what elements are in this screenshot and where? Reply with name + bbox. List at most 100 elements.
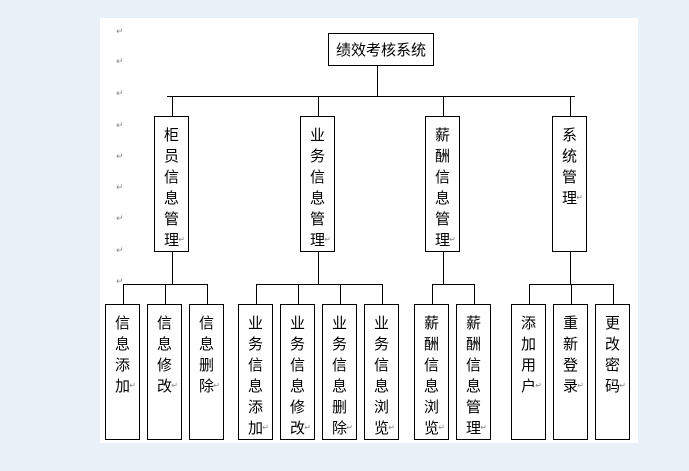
label-char: 息 <box>247 377 263 395</box>
leaf-drop-line <box>123 284 124 304</box>
label-char: 业 <box>331 314 347 332</box>
module-node-label: 柜员信息管理 <box>155 125 188 251</box>
label-char: 录 <box>562 377 578 395</box>
module-node: 薪酬信息管理↵ <box>425 116 460 252</box>
leaf-drop-line <box>207 284 208 304</box>
module-drop-line <box>443 96 444 116</box>
label-char: 息 <box>434 189 450 207</box>
label-char: 用 <box>520 356 536 374</box>
document-page: ↵↵↵↵↵↵↵↵↵ 绩效考核系统 柜员信息管理↵信息添加↵信息修改↵信息删除↵业… <box>100 18 638 443</box>
paragraph-mark: ↵ <box>116 183 124 193</box>
label-char: 管 <box>434 210 450 228</box>
leaf-node: 更改密码↵ <box>595 304 630 440</box>
module-stem-line <box>318 252 319 284</box>
label-char: 业 <box>247 314 263 332</box>
label-char: 删 <box>331 398 347 416</box>
module-stem-line <box>443 252 444 284</box>
paragraph-mark: ↵ <box>116 277 124 287</box>
label-char: 息 <box>373 377 389 395</box>
leaf-node-label: 信息修改 <box>148 313 181 397</box>
module-node: 系统管理↵ <box>552 116 587 252</box>
paragraph-mark: ↵ <box>619 381 626 390</box>
label-char: 浏 <box>373 398 389 416</box>
module-drop-line <box>318 96 319 116</box>
leaf-drop-line <box>165 284 166 304</box>
label-char: 息 <box>289 377 305 395</box>
label-char: 理 <box>465 419 481 437</box>
paragraph-mark: ↵ <box>116 121 124 131</box>
label-char: 酬 <box>465 335 481 353</box>
paragraph-mark: ↵ <box>535 381 542 390</box>
label-char: 管 <box>465 398 481 416</box>
paragraph-mark: ↵ <box>262 423 269 432</box>
paragraph-mark: ↵ <box>213 381 220 390</box>
leaf-drop-line <box>571 284 572 304</box>
label-char: 酬 <box>423 335 439 353</box>
label-char: 浏 <box>423 398 439 416</box>
label-char: 加 <box>247 419 263 437</box>
label-char: 改 <box>289 419 305 437</box>
leaf-node-label: 薪酬信息管理 <box>457 313 490 439</box>
label-char: 务 <box>331 335 347 353</box>
module-node: 业务信息管理↵ <box>300 116 335 252</box>
paragraph-mark: ↵ <box>116 27 124 37</box>
paragraph-mark: ↵ <box>438 423 445 432</box>
module-drop-line <box>172 96 173 116</box>
leaf-node: 重新登录↵ <box>553 304 588 440</box>
label-char: 信 <box>163 168 179 186</box>
leaf-node-label: 信息删除 <box>190 313 223 397</box>
label-char: 酬 <box>434 147 450 165</box>
label-char: 务 <box>373 335 389 353</box>
leaf-node-label: 业务信息修改 <box>281 313 314 439</box>
leaf-drop-line <box>382 284 383 304</box>
leaf-node: 信息删除↵ <box>189 304 224 440</box>
paragraph-mark: ↵ <box>116 57 124 67</box>
leaf-node: 信息修改↵ <box>147 304 182 440</box>
label-char: 息 <box>198 335 214 353</box>
leaf-node-label: 薪酬信息浏览 <box>415 313 448 439</box>
module-bus-line <box>167 96 575 97</box>
leaf-drop-line <box>529 284 530 304</box>
label-char: 加 <box>114 377 130 395</box>
leaf-node: 信息添加↵ <box>105 304 140 440</box>
label-char: 业 <box>289 314 305 332</box>
leaf-node: 业务信息添加↵ <box>238 304 273 440</box>
leaf-node-label: 业务信息删除 <box>323 313 356 439</box>
label-char: 管 <box>561 168 577 186</box>
label-char: 息 <box>156 335 172 353</box>
paragraph-mark: ↵ <box>116 246 124 256</box>
label-char: 息 <box>465 377 481 395</box>
label-char: 管 <box>163 210 179 228</box>
leaf-drop-line <box>432 284 433 304</box>
label-char: 除 <box>198 377 214 395</box>
label-char: 添 <box>520 314 536 332</box>
paragraph-mark: ↵ <box>116 214 124 224</box>
paragraph-mark: ↵ <box>480 423 487 432</box>
leaf-node-label: 业务信息浏览 <box>365 313 398 439</box>
leaf-node-label: 添加用户 <box>512 313 545 397</box>
module-node-label: 系统管理 <box>553 125 586 209</box>
paragraph-mark: ↵ <box>324 235 331 244</box>
label-char: 添 <box>114 356 130 374</box>
label-char: 系 <box>561 126 577 144</box>
label-char: 信 <box>373 356 389 374</box>
label-char: 览 <box>423 419 439 437</box>
leaf-node-label: 业务信息添加 <box>239 313 272 439</box>
label-char: 改 <box>156 377 172 395</box>
label-char: 信 <box>114 314 130 332</box>
label-char: 息 <box>423 377 439 395</box>
leaf-node: 薪酬信息管理↵ <box>456 304 491 440</box>
leaf-drop-line <box>613 284 614 304</box>
module-stem-line <box>570 252 571 284</box>
leaf-node: 薪酬信息浏览↵ <box>414 304 449 440</box>
label-char: 加 <box>520 335 536 353</box>
label-char: 务 <box>247 335 263 353</box>
paragraph-mark: ↵ <box>129 381 136 390</box>
label-char: 览 <box>373 419 389 437</box>
label-char: 柜 <box>163 126 179 144</box>
root-node: 绩效考核系统 <box>328 33 434 66</box>
label-char: 删 <box>198 356 214 374</box>
leaf-drop-line <box>256 284 257 304</box>
label-char: 业 <box>309 126 325 144</box>
label-char: 息 <box>114 335 130 353</box>
